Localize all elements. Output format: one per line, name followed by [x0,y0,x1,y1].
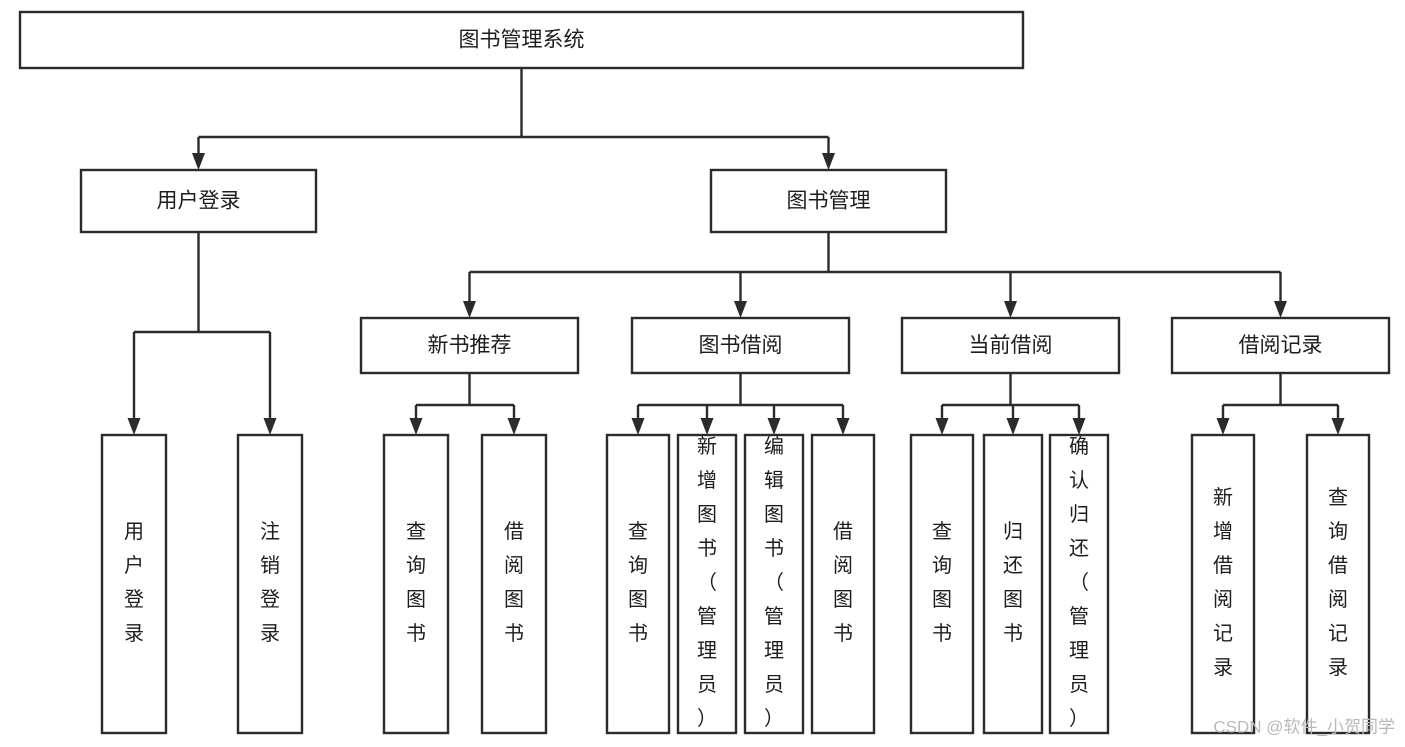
arrow-head-icon [1006,418,1020,435]
arrow-head-icon [1216,418,1230,435]
arrow-head-icon [1274,301,1287,318]
node-label: 图书管理 [787,190,871,213]
node-label: 确认归还（管理员） [1069,435,1089,730]
node-label: 查询借阅记录 [1328,486,1348,679]
node-leaf-borrow-book[interactable]: 借阅图书 [810,433,876,735]
node-box[interactable] [18,10,1025,70]
node-box[interactable] [1190,433,1256,735]
arrow-head-icon [700,418,714,435]
node-label: 编辑图书（管理员） [764,435,784,730]
node-box[interactable] [382,433,450,735]
node-box[interactable] [605,433,671,735]
node-box[interactable] [810,433,876,735]
arrow-head-icon [127,418,141,435]
arrow-head-icon [1004,301,1017,318]
connector-group-borrow-record [1216,373,1345,435]
node-leaf-query-record[interactable]: 查询借阅记录 [1305,433,1371,735]
connector-group-book-borrow [631,373,850,435]
connector-group-current-borrow [935,373,1086,435]
csdn-watermark: CSDN @软件_小贺同学 [1213,717,1395,736]
node-box[interactable] [709,168,948,234]
arrow-head-icon [507,418,521,435]
arrow-head-icon [822,153,835,170]
node-box[interactable] [79,168,318,234]
node-box[interactable] [909,433,975,735]
arrow-head-icon [836,418,850,435]
node-box[interactable] [480,433,548,735]
node-label: 图书借阅 [699,334,783,357]
node-label: 新书推荐 [428,334,512,357]
node-label: 查询图书 [932,520,952,645]
node-leaf-query-book-cur[interactable]: 查询图书 [909,433,975,735]
node-label: 借阅记录 [1239,334,1323,357]
arrow-head-icon [1331,418,1345,435]
node-leaf-logout[interactable]: 注销登录 [236,433,304,735]
connector-group-new-book-rec [409,373,521,435]
node-label: 新增借阅记录 [1213,486,1233,679]
connector-group-root [192,68,835,170]
node-box[interactable] [676,433,738,735]
node-user-login[interactable]: 用户登录 [79,168,318,234]
node-label: 图书管理系统 [459,29,585,52]
arrow-head-icon [734,301,747,318]
arrow-head-icon [463,301,476,318]
arrow-head-icon [192,153,205,170]
node-new-book-rec[interactable]: 新书推荐 [359,316,580,375]
node-leaf-query-book-borrow[interactable]: 查询图书 [605,433,671,735]
node-box[interactable] [743,433,805,735]
node-box[interactable] [1048,433,1110,735]
node-label: 查询图书 [628,520,648,645]
node-label: 新增图书（管理员） [697,435,717,730]
node-leaf-add-book[interactable]: 新增图书（管理员） [676,433,738,735]
node-box[interactable] [982,433,1044,735]
node-box[interactable] [1305,433,1371,735]
node-label: 归还图书 [1003,520,1023,645]
node-box[interactable] [1170,316,1391,375]
node-leaf-confirm-return[interactable]: 确认归还（管理员） [1048,433,1110,735]
arrow-head-icon [631,418,645,435]
node-label: 借阅图书 [504,520,524,645]
node-label: 查询图书 [406,520,426,645]
node-current-borrow[interactable]: 当前借阅 [900,316,1121,375]
node-layer: 图书管理系统用户登录图书管理新书推荐图书借阅当前借阅借阅记录用户登录注销登录查询… [18,10,1391,735]
node-leaf-return-book[interactable]: 归还图书 [982,433,1044,735]
node-label: 用户登录 [124,521,144,645]
node-box[interactable] [100,433,168,735]
node-box[interactable] [900,316,1121,375]
node-borrow-record[interactable]: 借阅记录 [1170,316,1391,375]
node-leaf-borrow-book-rec[interactable]: 借阅图书 [480,433,548,735]
node-leaf-user-login[interactable]: 用户登录 [100,433,168,735]
node-box[interactable] [630,316,851,375]
node-leaf-add-record[interactable]: 新增借阅记录 [1190,433,1256,735]
arrow-head-icon [409,418,423,435]
arrow-head-icon [263,418,277,435]
node-book-borrow[interactable]: 图书借阅 [630,316,851,375]
node-leaf-query-book-rec[interactable]: 查询图书 [382,433,450,735]
connector-layer [127,68,1345,435]
node-book-manage[interactable]: 图书管理 [709,168,948,234]
node-label: 借阅图书 [833,520,853,645]
node-label: 当前借阅 [969,334,1053,357]
arrow-head-icon [1072,418,1086,435]
node-root[interactable]: 图书管理系统 [18,10,1025,70]
connector-group-user-login [127,232,277,435]
node-leaf-edit-book[interactable]: 编辑图书（管理员） [743,433,805,735]
node-box[interactable] [236,433,304,735]
arrow-head-icon [767,418,781,435]
node-label: 注销登录 [260,520,280,645]
arrow-head-icon [935,418,949,435]
node-label: 用户登录 [157,190,241,213]
node-box[interactable] [359,316,580,375]
connector-group-book-manage [463,232,1287,318]
